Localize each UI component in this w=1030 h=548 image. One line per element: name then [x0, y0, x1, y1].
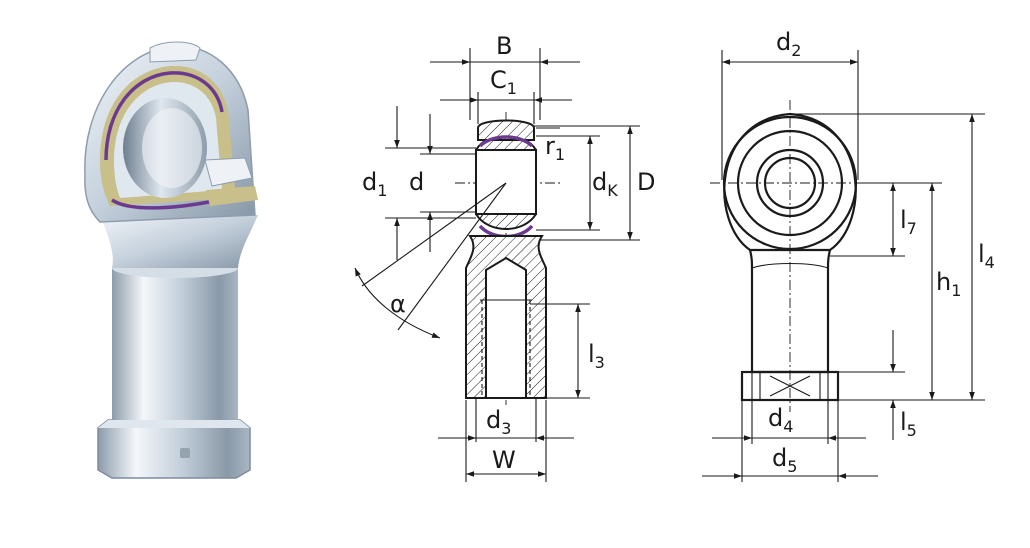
dimension-labels: B C1 r1 d1 d dK D α l3 d3 W d2 l7	[362, 28, 995, 476]
label-D: D	[637, 168, 655, 196]
label-l4: l4	[978, 240, 995, 272]
label-d4: d4	[768, 404, 793, 436]
label-alpha: α	[390, 290, 406, 318]
label-l5: l5	[900, 408, 917, 440]
label-d1: d1	[362, 168, 387, 200]
label-W: W	[492, 446, 516, 474]
section-view	[354, 48, 640, 482]
label-h1: h1	[936, 268, 961, 300]
label-d: d	[409, 168, 424, 196]
label-dK: dK	[592, 168, 618, 200]
label-d3: d3	[486, 406, 511, 438]
label-C1: C1	[490, 66, 517, 98]
front-view	[702, 50, 985, 482]
label-d5: d5	[772, 444, 797, 476]
label-l3: l3	[588, 340, 605, 372]
label-B: B	[496, 32, 512, 60]
label-l7: l7	[900, 206, 917, 238]
product-illustration	[84, 41, 258, 479]
label-r1: r1	[545, 132, 565, 164]
label-d2: d2	[776, 28, 801, 60]
